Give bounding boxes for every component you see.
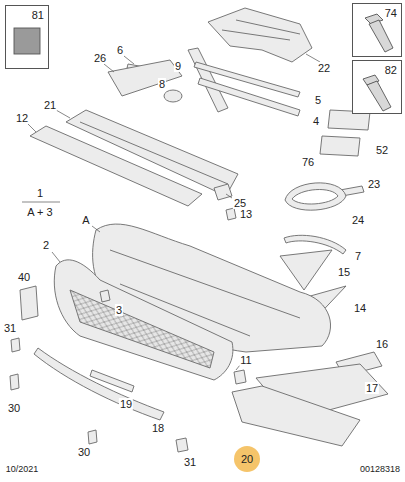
callout-number: 18 [151, 422, 165, 434]
clip [176, 438, 188, 452]
side-grille [280, 250, 332, 290]
callout-number: 31 [183, 456, 197, 468]
clip [88, 430, 97, 444]
callout-number: 24 [351, 214, 365, 226]
lower-bumper [54, 260, 233, 380]
callout-number: 30 [77, 446, 91, 458]
callout-number: 17 [365, 382, 379, 394]
callout-number: 40 [17, 271, 31, 283]
clip [100, 290, 110, 302]
callout-number: 52 [375, 144, 389, 156]
leader-line [306, 54, 320, 62]
callout-number: A + 3 [26, 206, 53, 218]
absorber-beam [30, 126, 202, 206]
callout-number: 8 [158, 78, 166, 90]
callout-number: 9 [174, 60, 182, 72]
callout-number: 81 [6, 6, 48, 21]
callout-number: 82 [353, 61, 401, 76]
foam-block [320, 136, 360, 156]
clip [234, 370, 246, 384]
leader-line [104, 64, 114, 72]
callout-number: 5 [314, 94, 322, 106]
callout-number: 3 [115, 304, 123, 316]
cover-plate [20, 286, 38, 320]
part-box: 74 [352, 3, 402, 57]
callout-number: 14 [353, 302, 367, 314]
callout-number: 11 [239, 354, 252, 366]
trim-strip [198, 78, 300, 116]
emblem [164, 90, 182, 102]
callout-number: 21 [43, 99, 57, 111]
leader-line [226, 194, 232, 198]
grille-frame [285, 183, 346, 210]
callout-number: 13 [239, 208, 253, 220]
leader-line [52, 252, 60, 262]
leader-line [124, 56, 134, 64]
mesh-grille [70, 290, 214, 368]
trim-strip [194, 62, 300, 97]
callout-number: 22 [317, 62, 331, 74]
highlight-circle [234, 446, 260, 472]
callout-number: 1 [36, 187, 44, 199]
leader-line [28, 124, 36, 132]
spoiler-strip [34, 348, 164, 420]
callout-number: 6 [116, 44, 124, 56]
callout-number: 4 [312, 115, 320, 127]
callout-number: 12 [15, 112, 29, 124]
leader-line [92, 226, 100, 232]
callout-number: 7 [354, 250, 362, 262]
bracket-line [22, 202, 60, 203]
leader-line [56, 110, 70, 118]
callout-number: 26 [93, 52, 107, 64]
callout-number: 15 [337, 266, 351, 278]
callout-number: 16 [375, 338, 389, 350]
callout-number: 23 [367, 178, 381, 190]
callout-number: A [81, 214, 90, 226]
chrome-strip [284, 235, 346, 254]
callout-number: 31 [3, 322, 17, 334]
upper-support [208, 8, 312, 62]
grille-strip [188, 48, 228, 112]
clip [11, 338, 20, 352]
callout-number: 19 [119, 398, 133, 410]
part-box: 81 [5, 5, 49, 69]
callout-number: 2 [42, 239, 50, 251]
callout-number: 20 [240, 453, 254, 465]
footer-note: 00128318 [359, 465, 401, 475]
undertray [232, 386, 360, 446]
footer-note: 10/2021 [5, 465, 40, 475]
bracket [214, 184, 232, 200]
part-box: 82 [352, 60, 402, 114]
callout-number: 74 [353, 4, 401, 19]
callout-number: 30 [7, 402, 21, 414]
callout-number: 76 [301, 156, 315, 168]
clip [226, 208, 236, 220]
clip [10, 374, 19, 390]
